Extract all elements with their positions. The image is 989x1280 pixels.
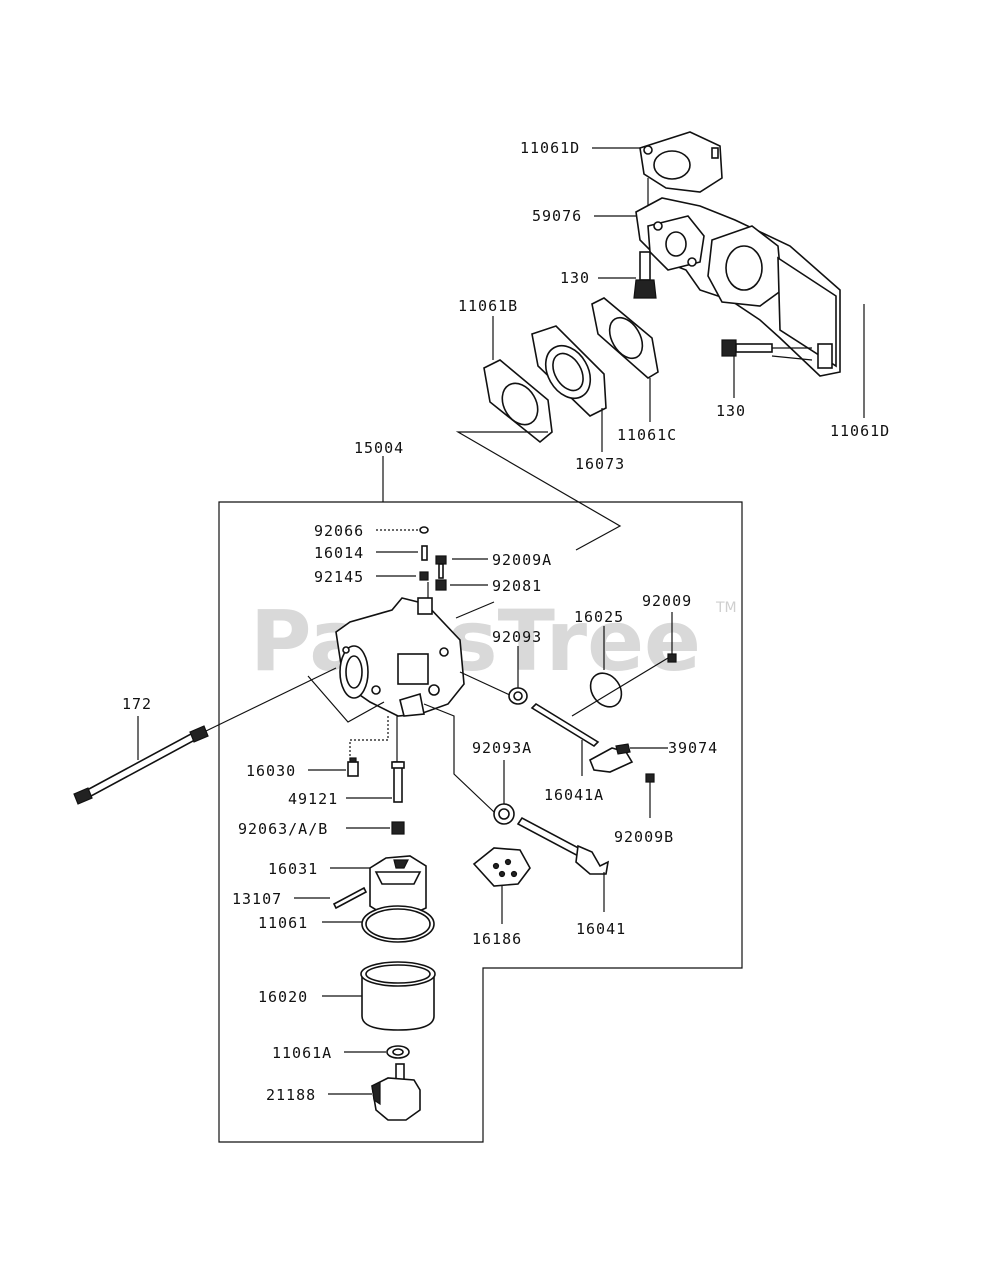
axis-line-throttle [459,671,513,697]
axis-line-stud [205,667,337,732]
label-92066[interactable]: 92066 [314,522,364,540]
label-11061c[interactable]: 11061C [617,426,677,444]
gasket-11061d-top[interactable] [639,131,723,193]
label-16020[interactable]: 16020 [258,988,308,1006]
carburetor-body[interactable] [335,597,465,717]
label-21188[interactable]: 21188 [266,1086,316,1104]
leader-130-to-manifold-2 [771,355,813,361]
label-49121[interactable]: 49121 [288,790,338,808]
label-13107[interactable]: 13107 [232,890,282,908]
plate-16186[interactable] [472,847,531,887]
assembly-boundary [218,501,743,1143]
bushing-92093a[interactable] [493,803,515,825]
label-172[interactable]: 172 [122,695,152,713]
gasket-11061b[interactable] [483,359,553,444]
screw-92009[interactable] [667,653,677,663]
stud-172[interactable] [73,725,209,805]
outline-jet-16030 [349,716,389,760]
shaft-16041[interactable] [516,816,610,875]
watermark-trademark: TM [715,600,737,616]
label-16014[interactable]: 16014 [314,544,364,562]
label-92093[interactable]: 92093 [492,628,542,646]
label-130-right[interactable]: 130 [716,402,746,420]
axis-line-choke [423,703,495,813]
bolt-130-left[interactable] [633,251,657,299]
body-outline-bracket [307,675,385,723]
label-92009b[interactable]: 92009B [614,828,674,846]
lever-39074[interactable] [588,743,634,773]
screw-92009b[interactable] [645,773,655,783]
bolt-130-right[interactable] [721,339,773,357]
label-92145[interactable]: 92145 [314,568,364,586]
label-11061d-right[interactable]: 11061D [830,422,890,440]
float-bowl-16020[interactable] [360,961,436,1031]
spacer-16073[interactable] [531,325,607,417]
label-15004[interactable]: 15004 [354,439,404,457]
o-ring-11061[interactable] [361,905,435,943]
label-59076[interactable]: 59076 [532,207,582,225]
label-92093a[interactable]: 92093A [472,739,532,757]
solenoid-21188[interactable] [371,1063,421,1121]
label-16030[interactable]: 16030 [246,762,296,780]
label-92009a[interactable]: 92009A [492,551,552,569]
label-11061[interactable]: 11061 [258,914,308,932]
label-92009[interactable]: 92009 [642,592,692,610]
watermark-text: PartsTree [250,592,701,690]
alignment-line-gaskets [455,431,622,551]
label-92081[interactable]: 92081 [492,577,542,595]
label-16073[interactable]: 16073 [575,455,625,473]
label-130-left[interactable]: 130 [560,269,590,287]
label-16041a[interactable]: 16041A [544,786,604,804]
label-92063[interactable]: 92063/A/B [238,820,328,838]
spring-92081[interactable] [435,579,447,591]
label-11061d-top[interactable]: 11061D [520,139,580,157]
pin-16014[interactable] [421,545,428,561]
plate-16025[interactable] [584,667,628,713]
label-11061a[interactable]: 11061A [272,1044,332,1062]
jet-16030[interactable] [347,757,359,777]
nozzle-49121[interactable] [391,761,405,803]
label-11061b[interactable]: 11061B [458,297,518,315]
shaft-16041a[interactable] [530,702,600,748]
intake-manifold-59076[interactable] [635,197,841,377]
float-pin-13107[interactable] [332,886,368,910]
spring-92145[interactable] [419,571,429,581]
screw-92009a[interactable] [435,555,447,579]
label-16186[interactable]: 16186 [472,930,522,948]
label-16041[interactable]: 16041 [576,920,626,938]
label-16025[interactable]: 16025 [574,608,624,626]
gasket-11061c[interactable] [591,297,659,379]
label-16031[interactable]: 16031 [268,860,318,878]
ring-92066[interactable] [419,526,429,534]
bushing-92093[interactable] [508,687,528,705]
leader-body-top [455,601,495,619]
jet-92063[interactable] [391,821,405,835]
label-39074[interactable]: 39074 [668,739,718,757]
gasket-11061a[interactable] [386,1045,410,1059]
axis-line-plate [571,657,669,717]
